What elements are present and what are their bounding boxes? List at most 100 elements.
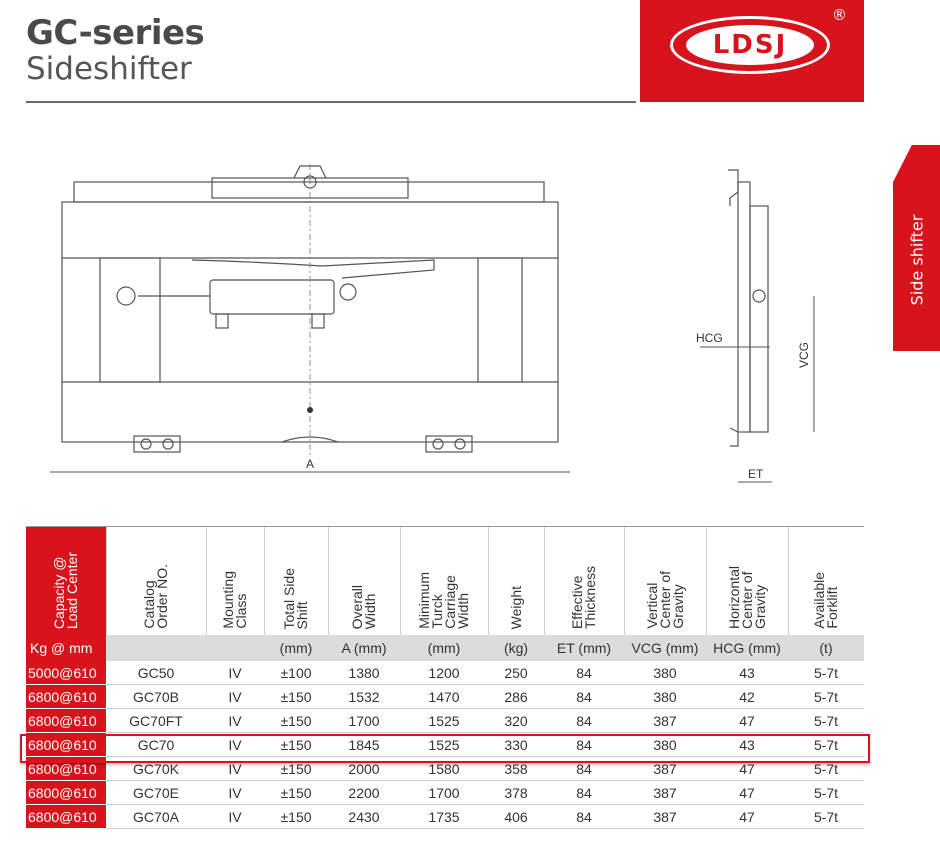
top-rail <box>73 181 545 203</box>
table-cell: IV <box>206 708 264 733</box>
table-cell: 387 <box>624 780 706 805</box>
lower-notch <box>281 436 339 443</box>
table-cell: GC70FT <box>106 708 206 733</box>
vcg-label: VCG <box>797 342 811 368</box>
right-hook-bolt-2 <box>454 438 466 450</box>
table-cell: ±150 <box>264 732 328 757</box>
brand-logo: LDSJ ® <box>640 0 864 102</box>
left-hook-bolt-2 <box>162 438 174 450</box>
table-cell: 2200 <box>328 780 400 805</box>
table-cell: 1845 <box>328 732 400 757</box>
side-tab-label: Side shifter <box>907 215 926 306</box>
column-header-label: Overall Width <box>349 584 378 629</box>
center-mark <box>307 407 313 413</box>
column-header-label: Capacity @ Load Center <box>50 551 80 629</box>
left-hook-bolt-1 <box>140 438 152 450</box>
page-title: GC-series <box>26 13 205 53</box>
unit-cell-0: Kg @ mm <box>26 635 106 661</box>
table-cell: 47 <box>706 708 788 733</box>
table-cell: 6800@610 <box>26 756 106 781</box>
table-cell: 43 <box>706 661 788 685</box>
carriage-plate <box>737 181 751 433</box>
table-cell: 6800@610 <box>26 708 106 733</box>
table-cell: 47 <box>706 804 788 829</box>
column-header-9: Horizontal Center of Gravity <box>706 527 789 635</box>
table-cell: ±150 <box>264 780 328 805</box>
title-divider <box>26 101 636 103</box>
column-header-label: Vertical Center of Gravity <box>643 571 686 629</box>
column-header-10: Available Forklift <box>788 527 864 635</box>
table-cell: ±150 <box>264 684 328 709</box>
column-header-3: Total Side Shift <box>264 527 329 635</box>
table-cell: IV <box>206 661 264 685</box>
table-cell: 320 <box>488 708 544 733</box>
table-cell: 5000@610 <box>26 661 106 685</box>
table-cell: 5-7t <box>788 708 864 733</box>
column-header-6: Weight <box>488 527 545 635</box>
table-cell: 330 <box>488 732 544 757</box>
table-cell: 2430 <box>328 804 400 829</box>
unit-cell-9: HCG (mm) <box>706 635 788 661</box>
table-cell: 5-7t <box>788 780 864 805</box>
table-cell: GC70 <box>106 732 206 757</box>
logo-oval: LDSJ <box>670 16 830 74</box>
column-header-2: Mounting Class <box>206 527 265 635</box>
table-cell: 1700 <box>328 708 400 733</box>
table-cell: 43 <box>706 732 788 757</box>
table-cell: 5-7t <box>788 661 864 685</box>
page-subtitle: Sideshifter <box>26 51 192 87</box>
table-cell: 84 <box>544 780 624 805</box>
front-view-drawing: A <box>50 164 570 473</box>
right-slot <box>477 257 523 383</box>
table-cell: 6800@610 <box>26 780 106 805</box>
pivot-pin <box>752 289 766 303</box>
table-cell: 380 <box>624 732 706 757</box>
column-header-label: Available Forklift <box>811 572 841 629</box>
table-cell: 84 <box>544 732 624 757</box>
column-header-label: Minimum Turck Carriage Width <box>416 572 471 629</box>
table-cell: 286 <box>488 684 544 709</box>
left-slot <box>99 257 161 383</box>
unit-cell-7: ET (mm) <box>544 635 624 661</box>
table-cell: GC70A <box>106 804 206 829</box>
table-cell: 1380 <box>328 661 400 685</box>
unit-cell-8: VCG (mm) <box>624 635 706 661</box>
table-cell: IV <box>206 684 264 709</box>
table-cell: 1735 <box>400 804 488 829</box>
table-cell: 84 <box>544 684 624 709</box>
hcg-label: HCG <box>696 331 723 345</box>
cylinder-arm <box>191 259 435 279</box>
side-view-drawing: HCG VCG ET <box>696 169 815 483</box>
table-cell: 1470 <box>400 684 488 709</box>
table-cell: 84 <box>544 804 624 829</box>
unit-cell-3: (mm) <box>264 635 328 661</box>
logo-inner: LDSJ <box>686 25 814 65</box>
table-cell: GC50 <box>106 661 206 685</box>
registered-mark: ® <box>832 6 847 24</box>
table-cell: 47 <box>706 780 788 805</box>
table-cell: 6800@610 <box>26 732 106 757</box>
table-cell: 1580 <box>400 756 488 781</box>
unit-cell-5: (mm) <box>400 635 488 661</box>
column-header-0: Capacity @ Load Center <box>26 527 107 635</box>
table-cell: 5-7t <box>788 756 864 781</box>
side-tab: Side shifter <box>893 145 940 351</box>
table-cell: 5-7t <box>788 684 864 709</box>
hydraulic-cylinder <box>209 279 335 315</box>
table-cell: 1532 <box>328 684 400 709</box>
table-cell: IV <box>206 756 264 781</box>
frame-profile <box>749 205 769 433</box>
table-cell: 5-7t <box>788 804 864 829</box>
table-cell: 1525 <box>400 732 488 757</box>
table-unit-row: Kg @ mm(mm)A (mm)(mm)(kg)ET (mm)VCG (mm)… <box>26 635 864 661</box>
table-cell: 6800@610 <box>26 804 106 829</box>
table-cell: 387 <box>624 756 706 781</box>
table-cell: 47 <box>706 756 788 781</box>
